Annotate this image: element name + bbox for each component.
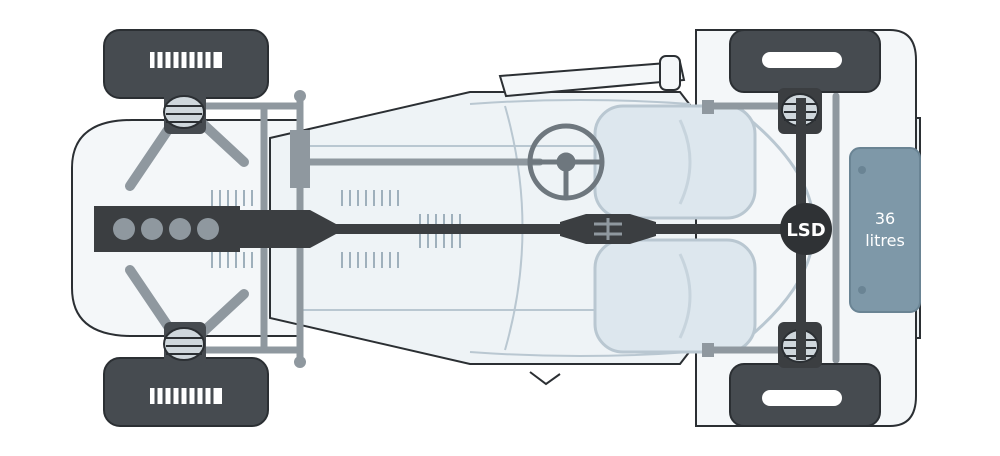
fuel-tank: 36 litres [849,147,921,313]
differential-label: LSD [786,220,825,241]
fuel-tank-capacity-unit: litres [865,231,905,250]
seats [593,104,757,354]
chassis-joints [290,90,714,368]
fuel-tank-capacity-value: 36 [875,209,895,228]
seat-right [593,104,757,220]
louvres [211,190,461,268]
differential [780,203,832,255]
wheel-rear-top [729,29,881,93]
steering-wheel [527,123,605,201]
seat-left [593,238,757,354]
drivetrain: LSD [94,98,832,360]
wheel-front-bottom [103,357,269,427]
exhaust-pipe [498,60,686,98]
wheel-front-top [103,29,269,99]
wheel-rear-bottom [729,363,881,427]
front-springs [163,90,206,366]
